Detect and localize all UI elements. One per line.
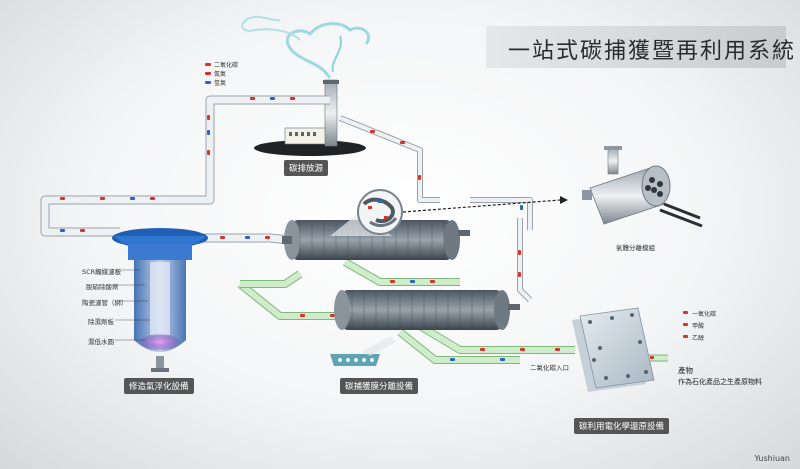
- chimney: [324, 79, 338, 147]
- image-credit: Yushiuan: [754, 454, 790, 463]
- legend-co2: 二氧化碳: [214, 62, 239, 69]
- legend-n2: 氮氣: [214, 71, 227, 78]
- membrane-module-upper: [282, 220, 470, 260]
- product-legend-formic: 甲酸: [692, 323, 705, 330]
- sensor-tray: [330, 336, 396, 366]
- flotation-part-1: SCR觸媒濾板: [82, 268, 122, 276]
- flotation-part-2: 脫硝除酸劑: [86, 283, 119, 291]
- gas-molecules: [60, 97, 654, 361]
- electrochem-stack: [572, 307, 655, 392]
- source-shadow: [254, 140, 366, 156]
- flotation-part-3: 陶瓷濾管（綁）: [82, 299, 128, 307]
- product-description: 作為石化產品之生產原物料: [678, 378, 762, 386]
- membrane-module-lower: [334, 290, 520, 330]
- legend-h2: 氫氣: [214, 80, 227, 87]
- flotation-caption: 修造氣浮化設備: [124, 378, 194, 394]
- product-title: 產物: [678, 366, 693, 375]
- flotation-vessel: [112, 228, 208, 372]
- membrane-caption: 碳捕獲膜分離設備: [340, 378, 419, 394]
- product-legend-markers: [683, 311, 688, 338]
- product-legend-co: 一氧化碳: [692, 311, 717, 318]
- product-legend-ethanol: 乙醇: [692, 335, 705, 342]
- title-bar: [486, 26, 786, 68]
- gas-separation-module: [582, 146, 703, 228]
- membrane-zoom: [330, 189, 568, 236]
- co2-inlet-label: 二氧化碳入口: [530, 364, 569, 372]
- smoke-plume: [241, 15, 371, 79]
- flotation-part-5: 濕低水圓: [88, 338, 114, 346]
- top-legend-markers: [205, 63, 211, 84]
- emission-source-caption: 碳排放源: [284, 160, 329, 176]
- page-title: 一站式碳捕獲暨再利用系統: [508, 39, 797, 64]
- electrochem-caption: 碳利用電化學還原設備: [574, 418, 670, 434]
- flotation-part-4: 除濕劑板: [88, 318, 114, 326]
- gas-separation-caption: 氣體分離模組: [616, 244, 655, 252]
